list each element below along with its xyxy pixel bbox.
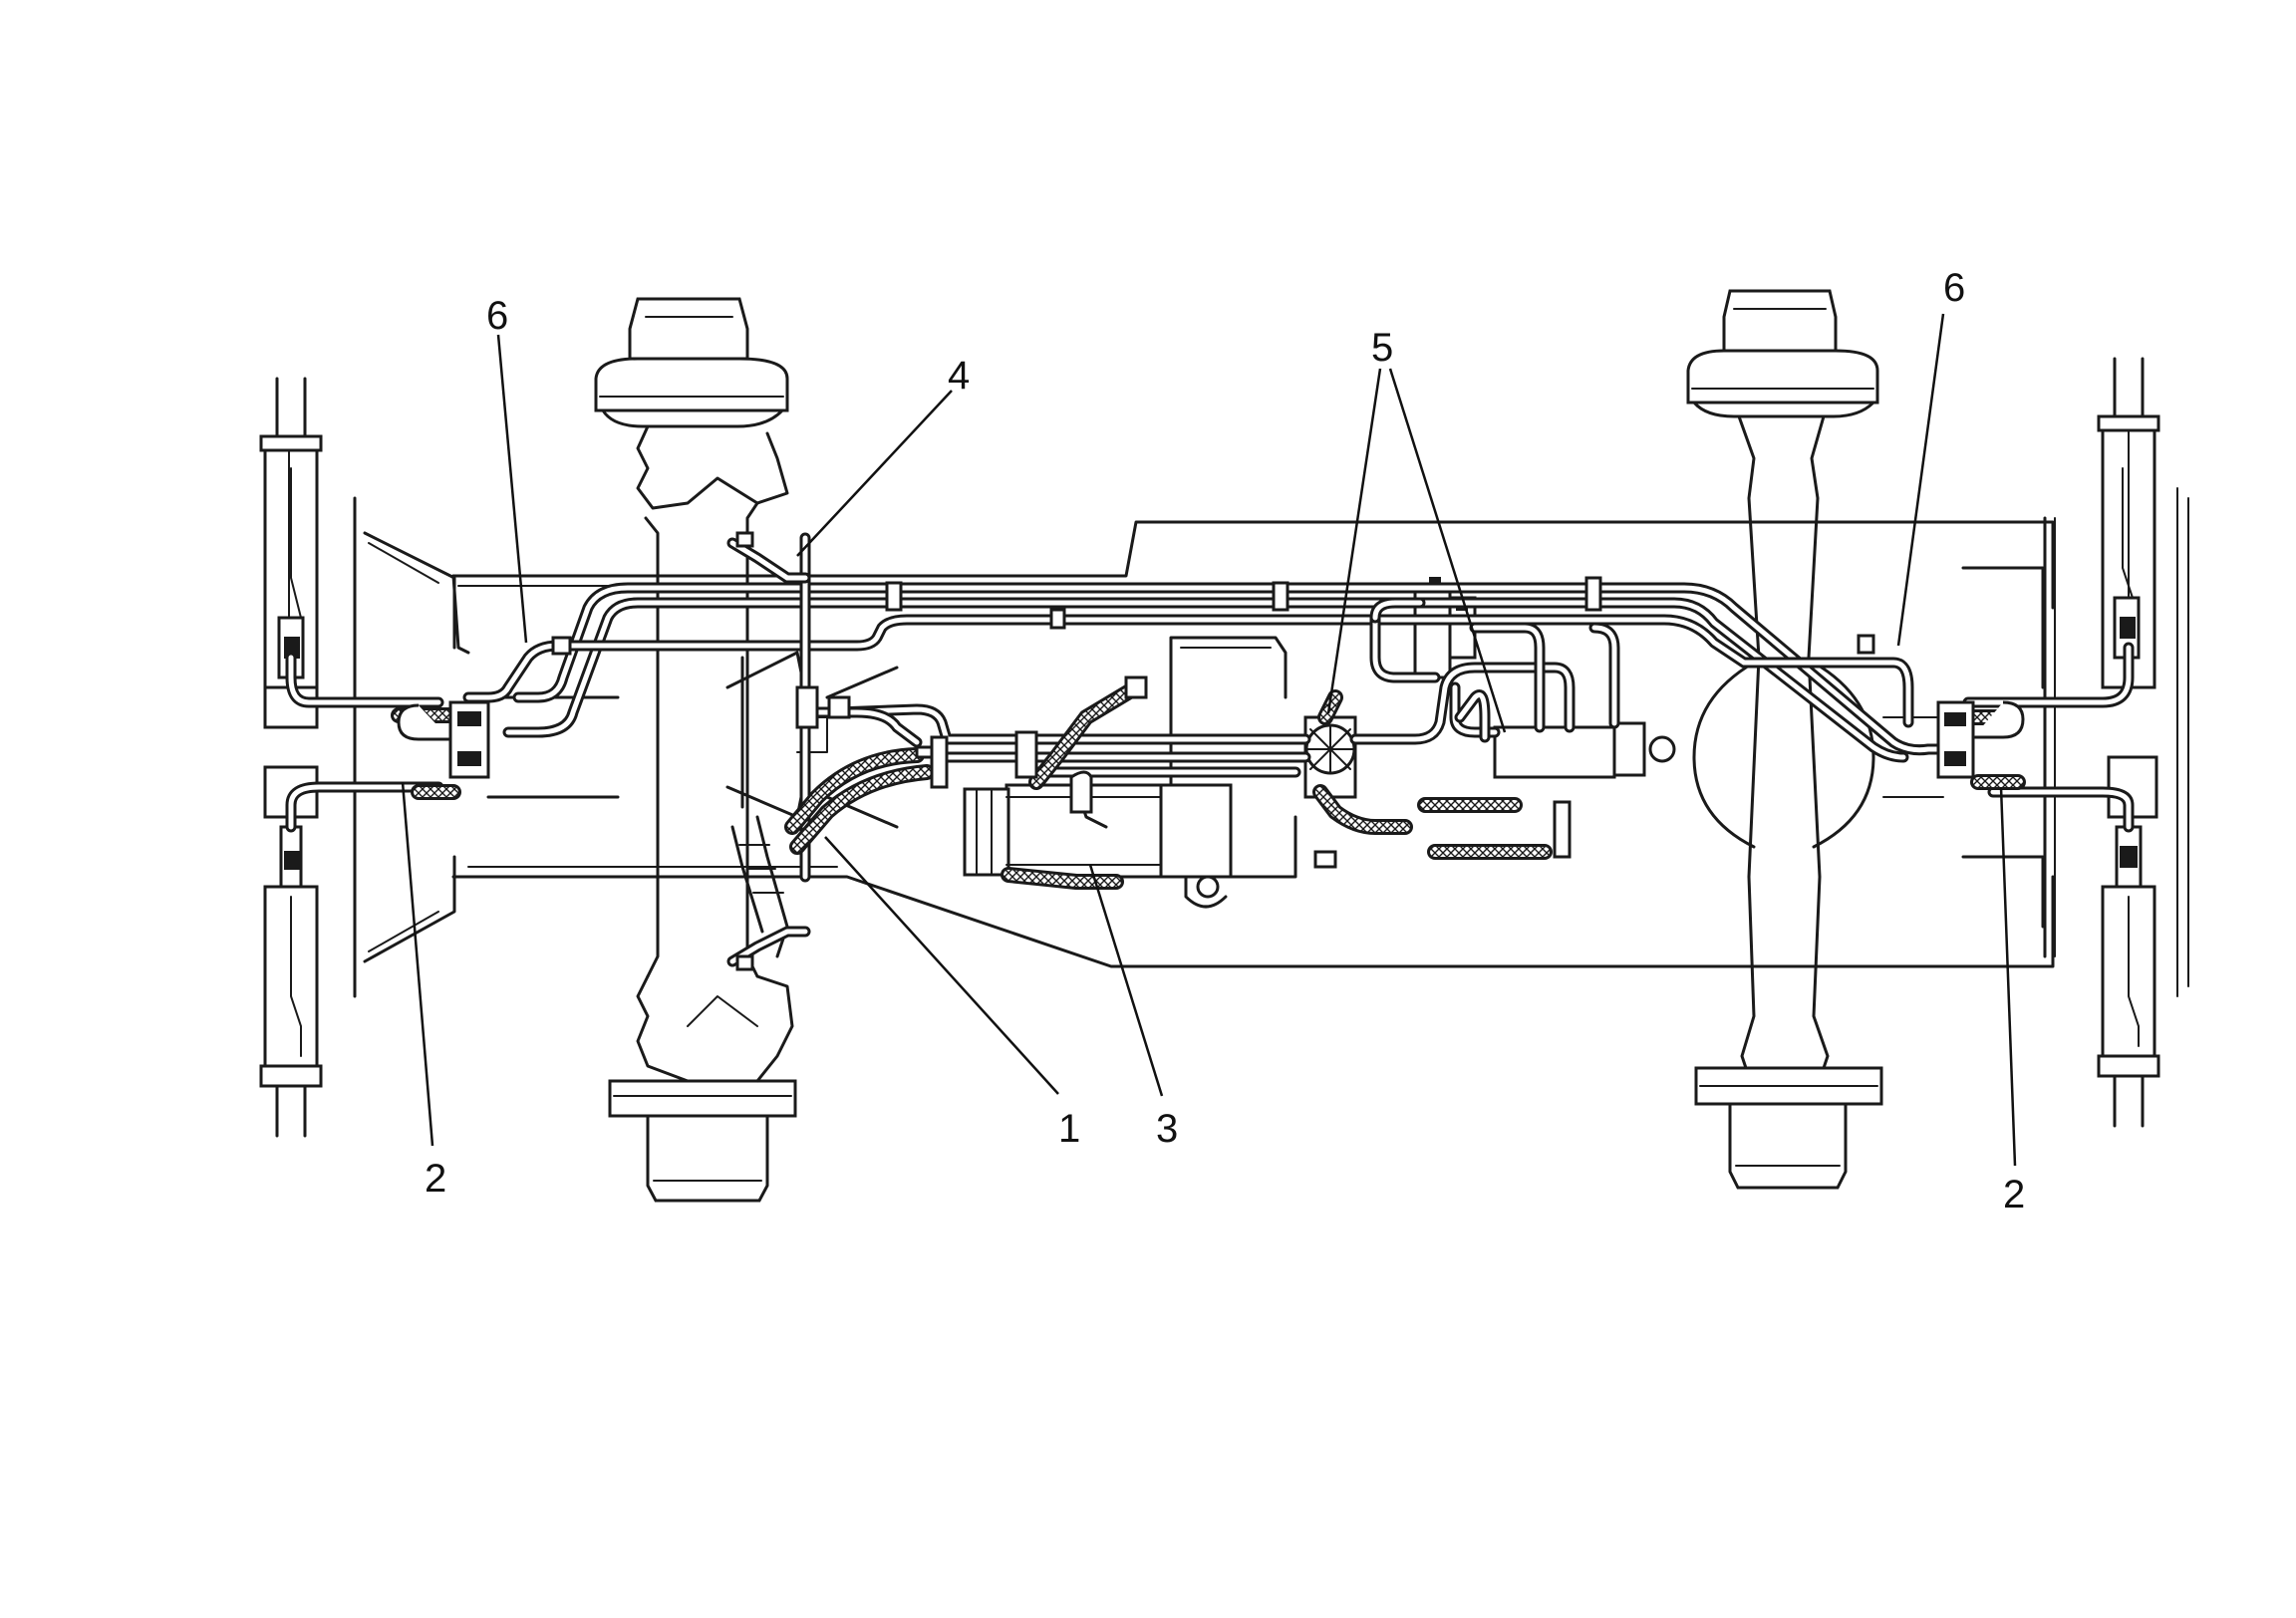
left-bottom-wheel-hub (608, 1079, 797, 1203)
right-axle (1686, 289, 1944, 1190)
callout-labels: 6 4 5 6 2 1 3 2 (425, 266, 2025, 1216)
leader-4 (796, 390, 953, 557)
brake-valve-block (1303, 577, 1676, 799)
leader-3 (1088, 864, 1164, 1097)
right-brake-assemblies (2097, 357, 2160, 1128)
rigid-brake-lines (285, 532, 2135, 967)
left-axle (486, 297, 899, 1203)
callout-6-left: 6 (486, 294, 508, 338)
chassis-frame (353, 487, 2189, 998)
line-fittings-and-clips (397, 531, 2025, 971)
callout-3: 3 (1156, 1107, 1178, 1151)
leader-6-left (496, 334, 528, 644)
flexible-brake-hoses (391, 679, 2026, 890)
callout-leader-lines (401, 313, 2017, 1167)
leader-5-b (1388, 368, 1507, 733)
callout-4: 4 (948, 354, 970, 398)
leader-2-right (1999, 786, 2017, 1167)
callout-2-right: 2 (2003, 1173, 2025, 1216)
master-cylinder-booster (963, 783, 1233, 909)
right-top-wheel-hub (1686, 289, 1879, 418)
leader-5-a (1326, 368, 1382, 714)
leader-2-left (401, 781, 434, 1147)
left-top-wheel-hub (594, 297, 789, 428)
leader-6-right (1896, 313, 1945, 647)
leader-1 (824, 836, 1059, 1095)
right-bottom-wheel-hub (1694, 1066, 1883, 1190)
callout-2-left: 2 (425, 1157, 446, 1201)
callout-6-right: 6 (1943, 266, 1965, 310)
callout-5: 5 (1371, 326, 1393, 370)
callout-1: 1 (1058, 1107, 1080, 1151)
left-brake-assemblies (259, 377, 323, 1138)
